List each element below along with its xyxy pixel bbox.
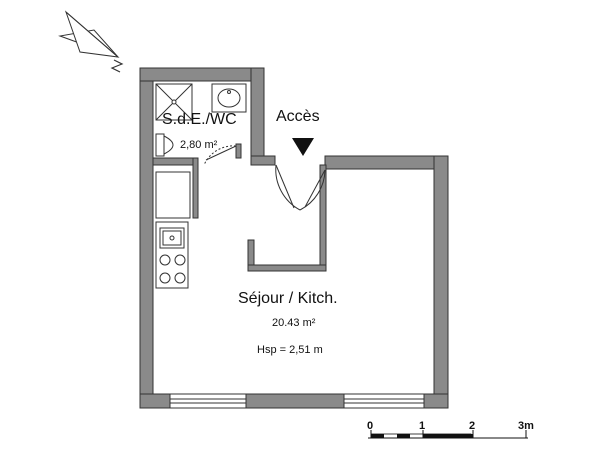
entrance-door bbox=[275, 164, 326, 211]
scale-bar: 0 1 2 3m bbox=[367, 420, 534, 439]
bathroom-door bbox=[203, 145, 237, 166]
scale-tick-0: 0 bbox=[367, 420, 373, 432]
ceiling-height: Hsp = 2,51 m bbox=[257, 344, 323, 356]
shower-tray bbox=[155, 83, 193, 121]
north-arrow-icon bbox=[58, 10, 124, 73]
bathroom-name: S.d.E./WC bbox=[162, 111, 237, 128]
window-left bbox=[169, 393, 247, 409]
entry-arrow-icon bbox=[292, 138, 314, 156]
kitchen-sink bbox=[159, 227, 185, 249]
living-room-area: 20.43 m² bbox=[272, 317, 316, 329]
interior-partitions bbox=[152, 143, 327, 272]
toilet bbox=[155, 133, 174, 157]
living-room-name: Séjour / Kitch. bbox=[238, 290, 338, 307]
bathroom-area: 2,80 m² bbox=[180, 139, 218, 151]
scale-tick-2: 2 bbox=[469, 420, 475, 432]
scale-tick-3: 3m bbox=[518, 420, 534, 432]
scale-tick-1: 1 bbox=[419, 420, 425, 432]
exterior-walls bbox=[139, 67, 449, 409]
washbasin bbox=[211, 83, 247, 113]
cooktop bbox=[159, 254, 186, 284]
window-right bbox=[343, 393, 425, 409]
entrance-label: Accès bbox=[276, 108, 320, 125]
